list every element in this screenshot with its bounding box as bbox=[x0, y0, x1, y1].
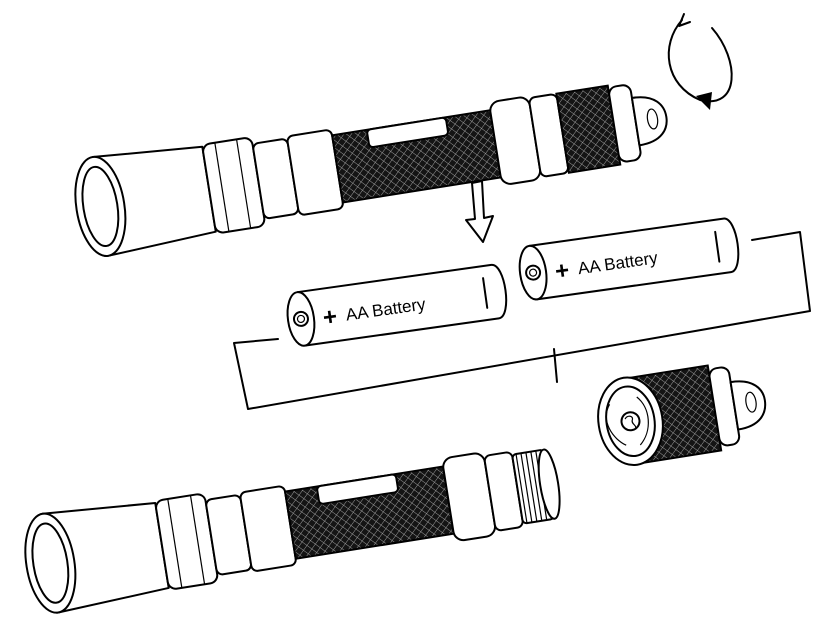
tail-cap bbox=[597, 364, 767, 467]
flashlight-body-open bbox=[24, 448, 561, 614]
insertion-bracket bbox=[233, 231, 811, 410]
down-arrow-icon bbox=[465, 180, 494, 243]
battery-1-polarity: + bbox=[321, 303, 339, 332]
battery-2: + AA Battery bbox=[518, 217, 740, 301]
battery-2-polarity: + bbox=[553, 257, 571, 286]
rotation-arrow-icon bbox=[667, 13, 733, 110]
battery-1: + AA Battery bbox=[286, 263, 508, 347]
assembled-flashlight bbox=[74, 84, 668, 257]
